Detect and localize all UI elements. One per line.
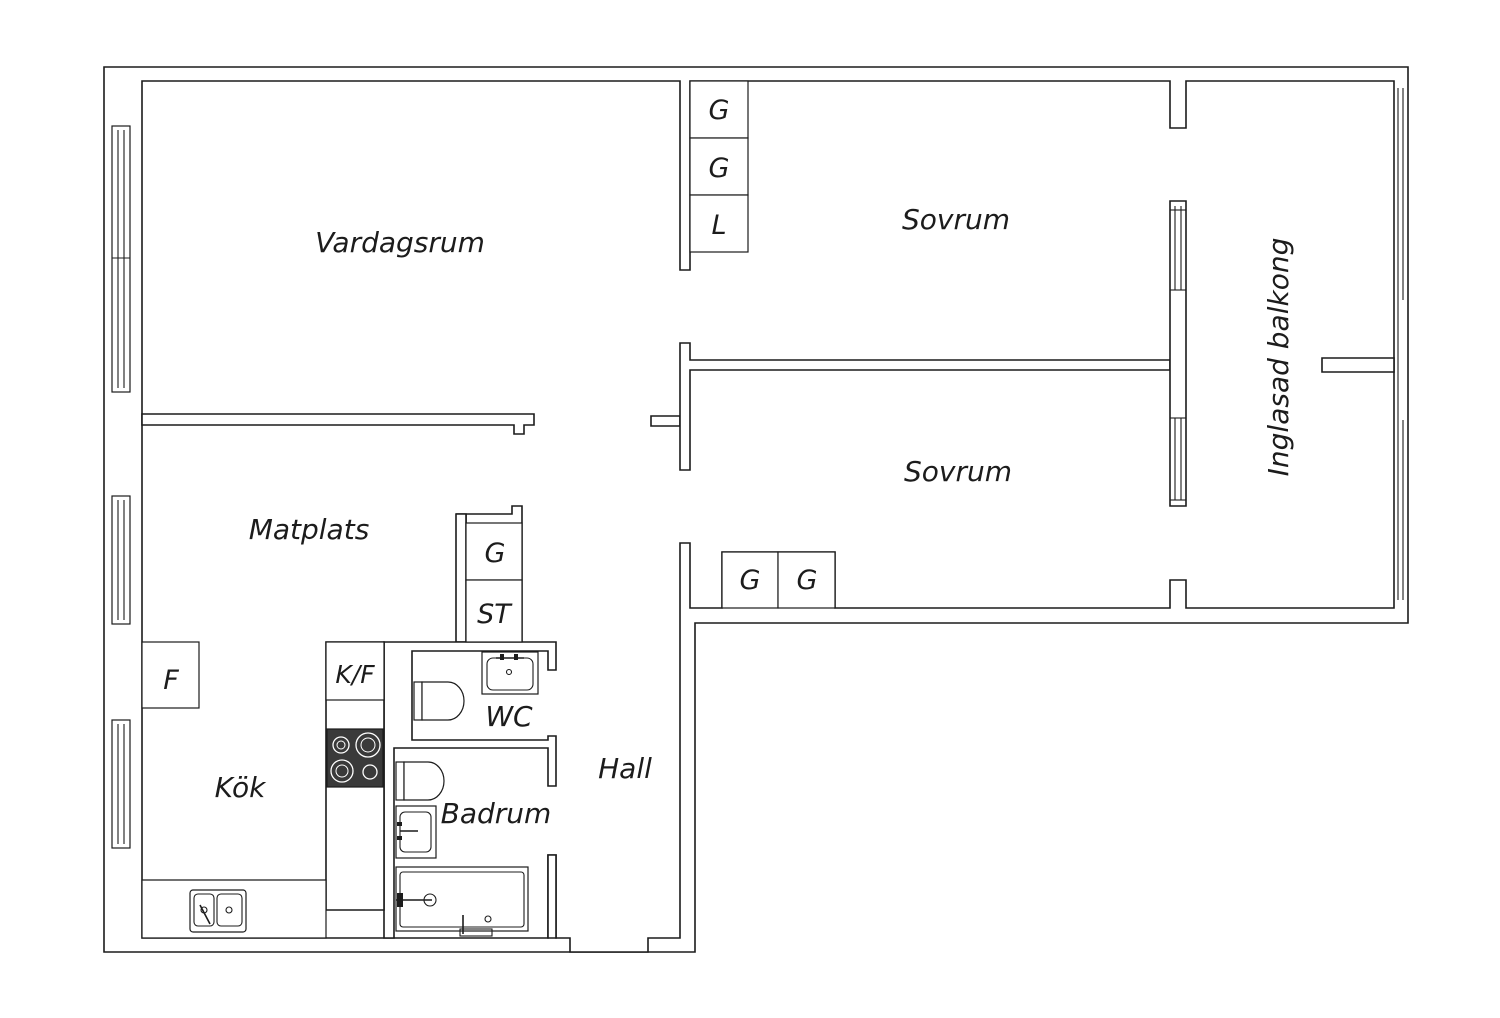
wc-sink-icon <box>481 651 539 695</box>
bath-sink-icon <box>395 805 437 859</box>
closet-label-g-sovrum-1: G <box>740 565 761 596</box>
wall-wc <box>383 641 557 939</box>
room-label-hall: Hall <box>598 752 652 785</box>
wall-living-dining <box>141 413 535 435</box>
wc-toilet-icon <box>413 681 465 721</box>
wall-hall-stub <box>650 415 681 427</box>
wall-bath-lower <box>547 854 557 939</box>
window-balcony-right <box>1397 88 1404 600</box>
room-label-sovrum-1: Sovrum <box>902 203 1010 236</box>
room-label-balkong: Inglasad balkong <box>1262 238 1295 477</box>
closet-label-l: L <box>711 210 726 241</box>
window-left-upper <box>111 125 131 393</box>
window-left-middle <box>111 495 131 625</box>
room-label-sovrum-2: Sovrum <box>904 455 1012 488</box>
bathtub-icon <box>395 866 529 937</box>
kf-box <box>325 641 385 701</box>
closet-row-sovrum <box>721 551 836 609</box>
window-left-lower <box>111 719 131 849</box>
room-label-wc: WC <box>485 700 533 733</box>
room-label-kok: Kök <box>215 771 267 804</box>
closet-label-g2: G <box>709 153 730 184</box>
kitchen-sink-icon <box>189 889 247 933</box>
closet-label-g1: G <box>709 95 730 126</box>
wall-balcony-partition <box>1321 357 1395 373</box>
closet-label-g-hall: G <box>485 538 506 569</box>
fridge-box <box>141 641 200 709</box>
room-label-matplats: Matplats <box>249 513 370 546</box>
balcony-window-lower <box>1170 417 1186 501</box>
fridge-label: F <box>163 665 179 696</box>
wall-balcony <box>1169 200 1187 507</box>
closet-label-st: ST <box>477 599 513 630</box>
room-label-badrum: Badrum <box>441 797 552 830</box>
stove-icon <box>326 728 384 788</box>
bath-toilet-icon <box>395 761 445 801</box>
closet-label-g-sovrum-2: G <box>797 565 818 596</box>
kf-label: K/F <box>335 660 375 689</box>
closet-column-hall <box>465 522 523 643</box>
wall-closet-left <box>455 513 467 643</box>
closet-column-sovrum <box>689 80 749 253</box>
room-label-vardagsrum: Vardagsrum <box>315 226 485 259</box>
balcony-window-upper <box>1170 206 1186 291</box>
